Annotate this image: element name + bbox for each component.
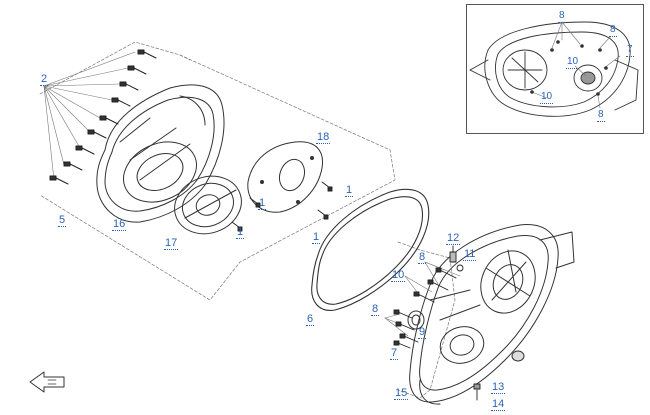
callout-part-18[interactable]: 18	[316, 131, 331, 144]
callout-part-8-a[interactable]: 8	[418, 251, 427, 264]
inset-callout-part-8-c[interactable]: 8	[597, 109, 605, 122]
callout-part-10[interactable]: 10	[391, 269, 406, 282]
callout-part-7[interactable]: 7	[390, 347, 399, 360]
heat-shield	[247, 141, 324, 213]
outer-clutch-cover	[96, 84, 225, 223]
callout-part-16[interactable]: 16	[112, 218, 127, 231]
inset-cover-drawing	[469, 21, 639, 117]
callout-part-14[interactable]: 14	[491, 398, 506, 411]
callout-part-17[interactable]: 17	[164, 237, 179, 250]
leader-lines-2	[43, 51, 136, 181]
assembly-boundary-right	[397, 241, 456, 399]
callout-part-11[interactable]: 11	[463, 248, 477, 261]
bolt-set-2	[49, 49, 157, 185]
inset-callout-part-8-a[interactable]: 8	[558, 10, 566, 23]
front-direction-arrow-icon	[29, 371, 65, 393]
assembly-boundary-left	[39, 41, 396, 301]
inset-leaders	[531, 21, 621, 109]
callout-part-8-b[interactable]: 8	[371, 303, 380, 316]
callout-part-5[interactable]: 5	[58, 214, 67, 227]
inner-crankcase-cover	[409, 224, 575, 405]
drain-bolt-13-14	[473, 383, 481, 401]
inset-callout-part-10-a[interactable]: 10	[566, 56, 580, 69]
screws-1	[231, 181, 333, 232]
callout-part-12[interactable]: 12	[446, 232, 461, 245]
inset-callout-part-8-b[interactable]: 8	[609, 24, 617, 37]
inset-bolt-marks	[530, 40, 608, 96]
callout-part-13[interactable]: 13	[491, 381, 506, 394]
callout-part-1-b[interactable]: 1	[258, 197, 267, 210]
oil-seal	[407, 310, 425, 330]
inset-detail-frame	[466, 4, 644, 134]
inset-callout-part-7[interactable]: 7	[626, 44, 634, 57]
callout-part-2[interactable]: 2	[40, 73, 49, 86]
callout-part-9[interactable]: 9	[418, 326, 427, 339]
callout-part-1-d[interactable]: 1	[312, 231, 321, 244]
callout-part-6[interactable]: 6	[306, 313, 315, 326]
callout-part-15[interactable]: 15	[394, 387, 409, 400]
cover-gasket	[311, 188, 430, 311]
inset-callout-part-10-b[interactable]: 10	[540, 91, 554, 104]
clutch-plate	[174, 175, 242, 235]
callout-part-1-c[interactable]: 1	[236, 226, 245, 239]
callout-part-1-a[interactable]: 1	[345, 184, 354, 197]
leader-lines-8-10	[384, 261, 461, 337]
sensor-12-11	[449, 245, 464, 272]
bolt-set-8	[393, 267, 457, 349]
